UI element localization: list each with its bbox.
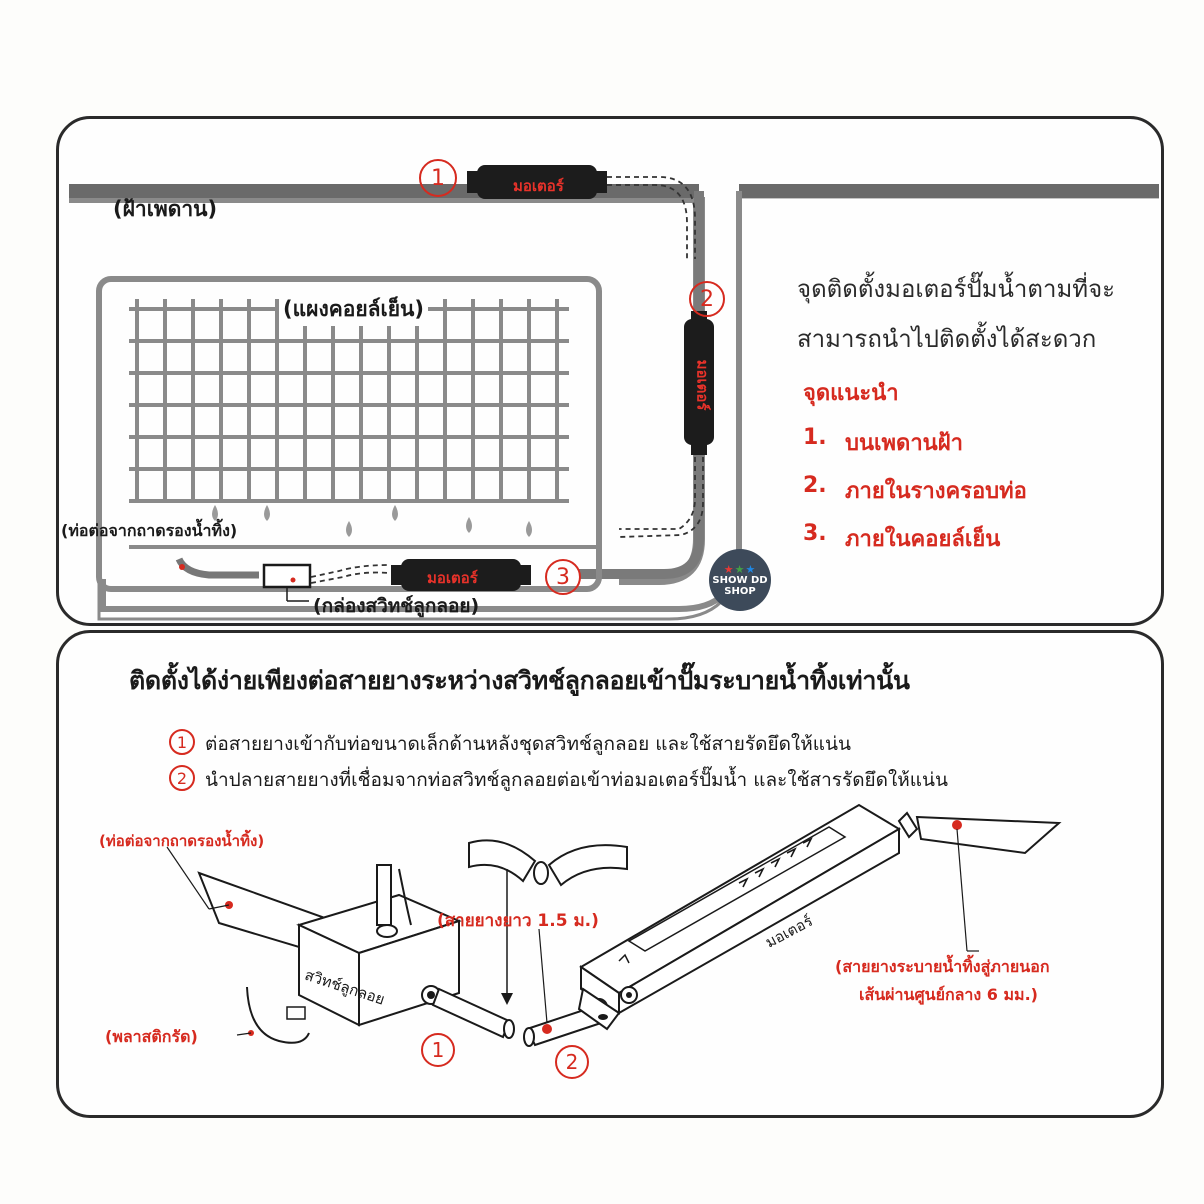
recommend-num-3: 3. bbox=[803, 521, 827, 546]
coil-grid bbox=[129, 299, 569, 503]
coil-box bbox=[96, 276, 602, 592]
info-heading-line-2: สามารถนำไปติดตั้งได้สะดวก bbox=[797, 325, 1097, 353]
coil-label: (แผงคอยล์เย็น) bbox=[279, 293, 428, 326]
motor-1-label: มอเตอร์ bbox=[513, 177, 564, 195]
marker-1: 1 bbox=[419, 159, 457, 197]
bottom-title: ติดตั้งได้ง่ายเพียงต่อสายยางระหว่างสวิทช… bbox=[129, 666, 910, 695]
outlet-label-line-2: เส้นผ่านศูนย์กลาง 6 มม.) bbox=[859, 985, 1038, 1004]
step-2-marker: 2 bbox=[169, 765, 195, 791]
info-heading-line-1: จุดติดตั้งมอเตอร์ปั๊มน้ำตามที่จะ bbox=[797, 275, 1116, 303]
top-panel: (ฝ้าเพดาน) (แผงคอยล์เย็น) (ท่อต่อจากถาดร… bbox=[56, 116, 1164, 626]
marker-2: 2 bbox=[689, 281, 725, 317]
water-droplets bbox=[212, 505, 532, 537]
step-1-marker: 1 bbox=[169, 729, 195, 755]
recommend-num-1: 1. bbox=[803, 425, 827, 450]
logo-line-2: SHOP bbox=[724, 585, 756, 597]
outlet-label-line-1: (สายยางระบายน้ำทิ้งสู่ภายนอก bbox=[835, 957, 1050, 976]
drain-pipe-label-bottom: (ท่อต่อจากถาดรองน้ำทิ้ง) bbox=[99, 832, 265, 850]
hose-length-label: (สายยางยาว 1.5 ม.) bbox=[437, 911, 599, 931]
recommend-num-2: 2. bbox=[803, 473, 827, 498]
step-2-text: นำปลายสายยางที่เชื่อมจากท่อสวิทช์ลูกลอยต… bbox=[205, 769, 949, 791]
motor-1-body bbox=[477, 165, 597, 199]
connection-marker-1: 1 bbox=[421, 1033, 455, 1067]
motor-arrows bbox=[738, 837, 813, 888]
plastic-tie-label: (พลาสติกรัด) bbox=[105, 1027, 198, 1046]
motor-3-label: มอเตอร์ bbox=[427, 569, 478, 587]
recommend-text-2: ภายในรางครอบท่อ bbox=[845, 479, 1027, 504]
step-1-text: ต่อสายยางเข้ากับท่อขนาดเล็กด้านหลังชุดสว… bbox=[205, 733, 851, 755]
ceiling-label: (ฝ้าเพดาน) bbox=[113, 197, 218, 221]
recommend-text-3: ภายในคอยล์เย็น bbox=[845, 527, 1001, 552]
float-switch-box-label: (กล่องสวิทช์ลูกลอย) bbox=[313, 595, 480, 617]
motor-2-body bbox=[684, 319, 714, 445]
installation-diagram bbox=[69, 165, 1159, 621]
motor-3-body bbox=[401, 559, 521, 591]
logo-line-1: SHOW DD bbox=[712, 574, 768, 586]
drain-pipe bbox=[175, 557, 259, 579]
shop-logo: ★★★ SHOW DD SHOP bbox=[709, 549, 771, 611]
drain-pipe-label: (ท่อต่อจากถาดรองน้ำทิ้ง) bbox=[61, 521, 238, 540]
motor-2-label: มอเตอร์ bbox=[693, 359, 712, 411]
recommend-title: จุดแนะนำ bbox=[803, 381, 899, 406]
float-switch-box bbox=[262, 563, 312, 589]
recommend-text-1: บนเพดานฝ้า bbox=[845, 431, 963, 456]
connection-marker-2: 2 bbox=[555, 1045, 589, 1079]
logo-stars-icon: ★★★ bbox=[723, 562, 757, 576]
connection-diagram bbox=[166, 803, 1062, 1047]
duct-left-wall bbox=[579, 191, 704, 579]
marker-3: 3 bbox=[545, 559, 581, 595]
bottom-panel: ติดตั้งได้ง่ายเพียงต่อสายยางระหว่างสวิทช… bbox=[56, 630, 1164, 1118]
